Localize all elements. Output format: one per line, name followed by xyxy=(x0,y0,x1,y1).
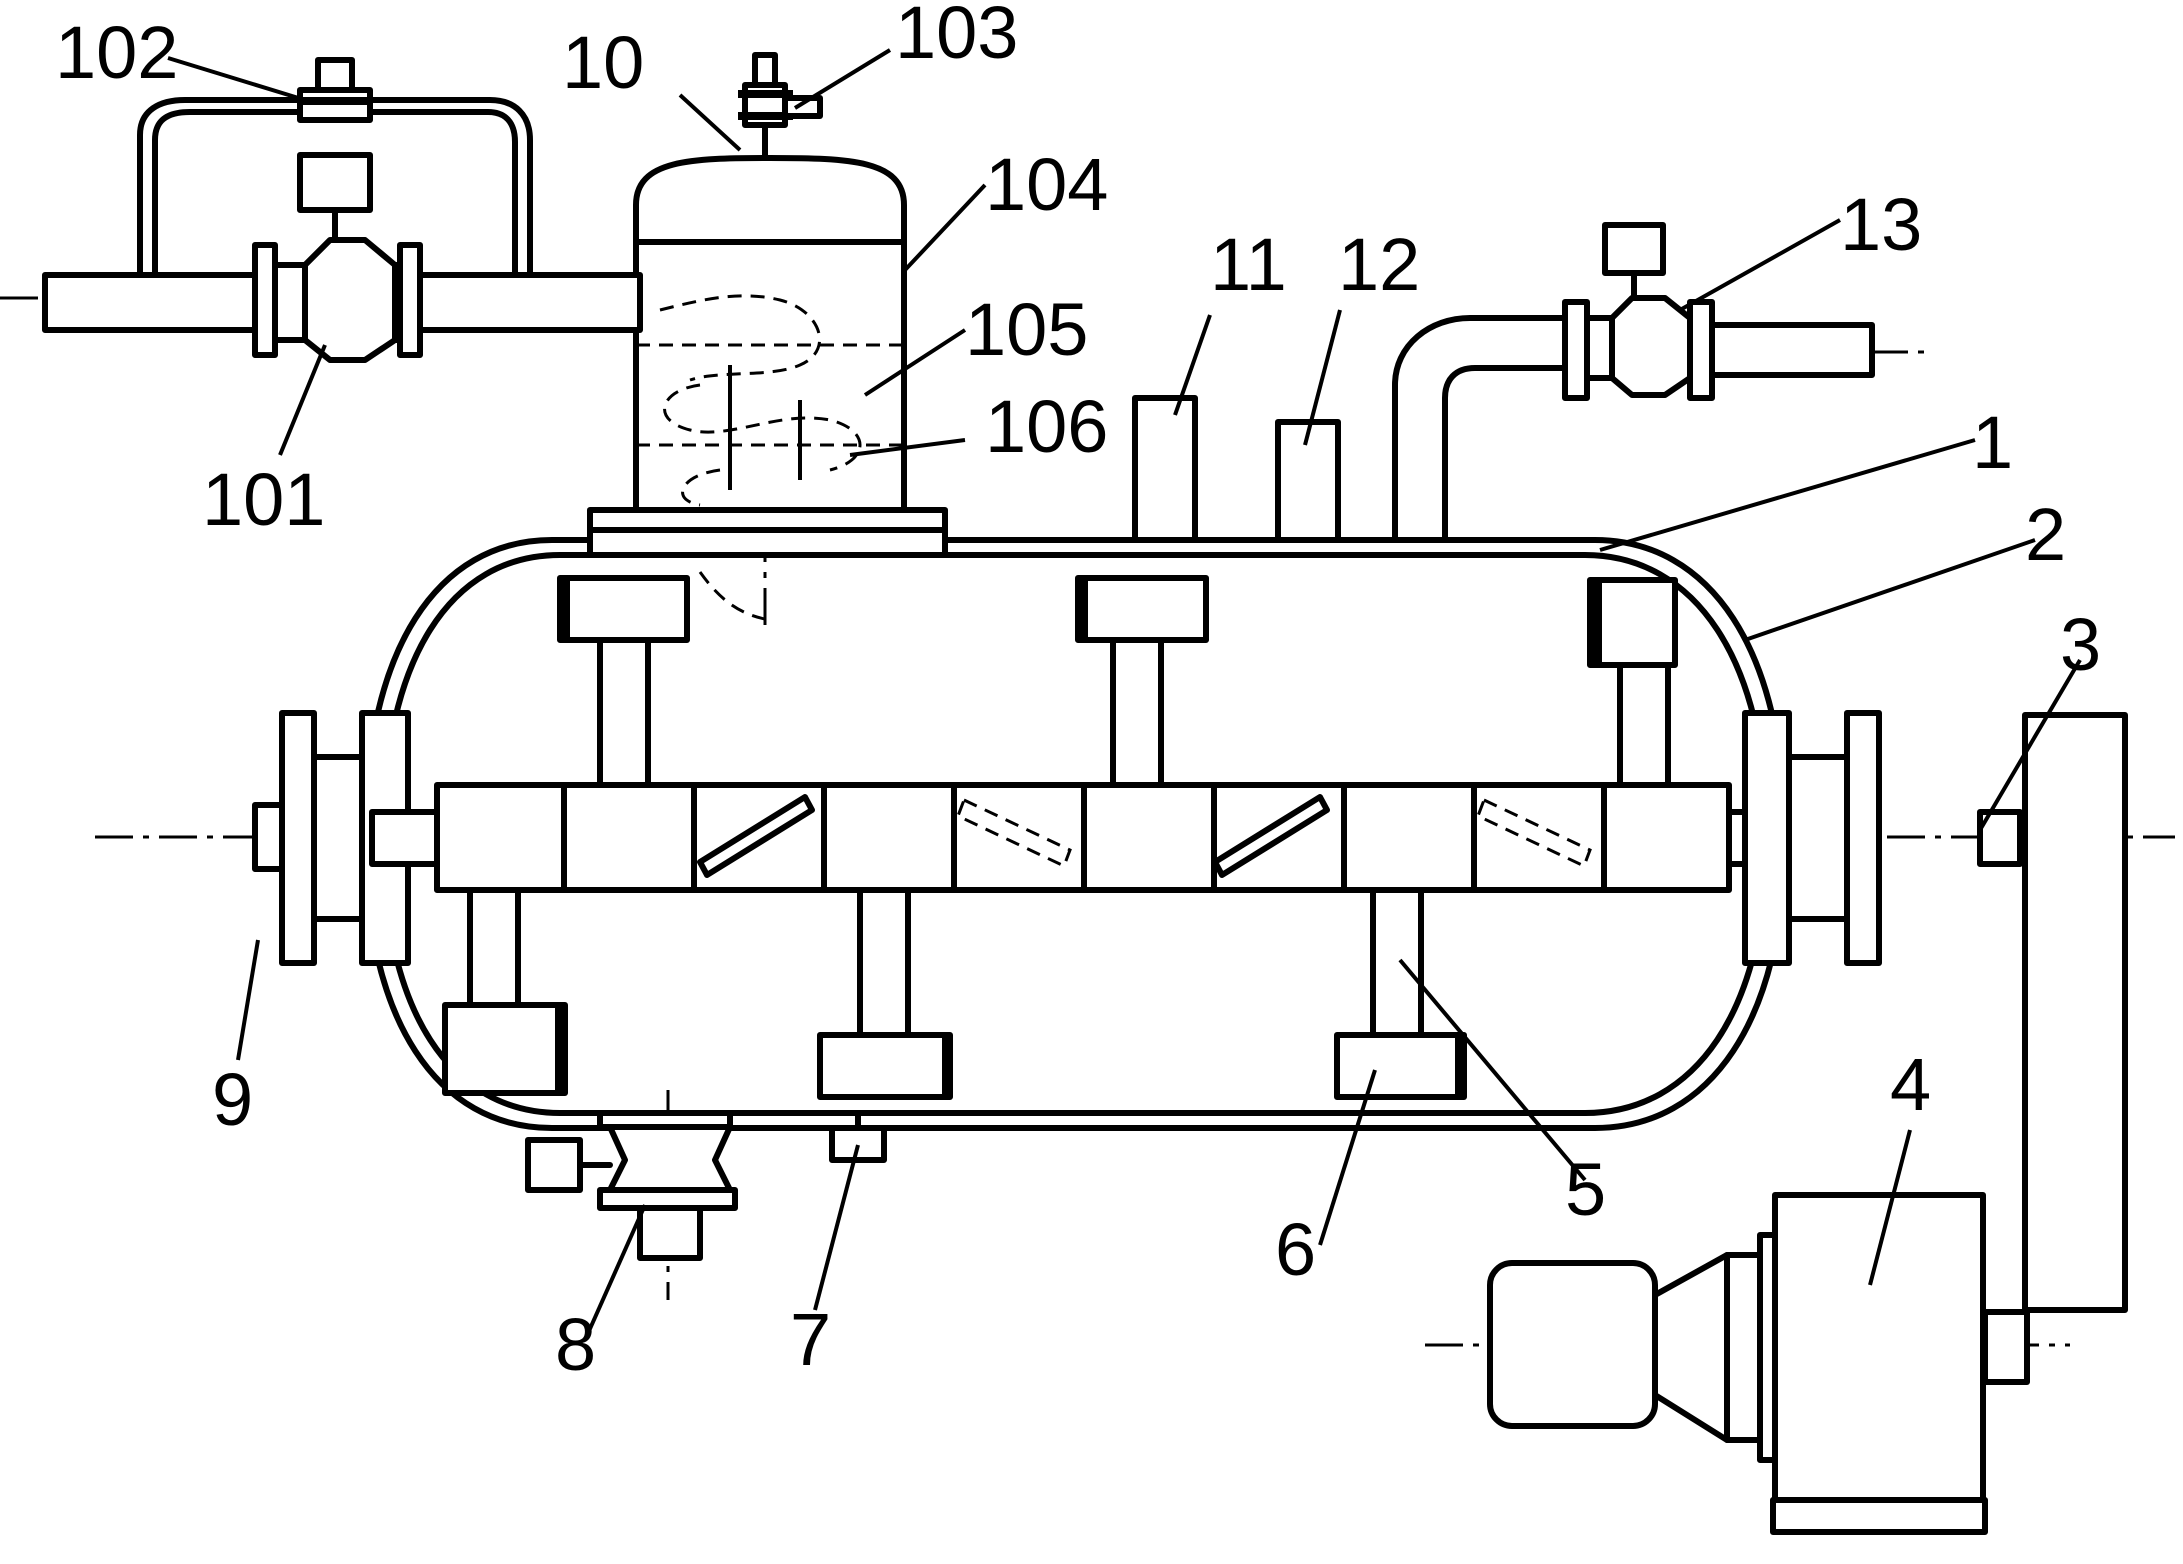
vessel-inner-shell xyxy=(380,552,1770,1116)
label-102: 102 xyxy=(55,11,178,94)
label-8: 8 xyxy=(555,1303,596,1386)
label-13: 13 xyxy=(1840,183,1922,266)
label-4: 4 xyxy=(1890,1043,1931,1126)
label-105: 105 xyxy=(965,288,1088,371)
nozzle-11 xyxy=(1132,395,1198,543)
dust-collector xyxy=(587,155,948,622)
label-9: 9 xyxy=(212,1058,253,1141)
label-104: 104 xyxy=(985,143,1108,226)
lower-stirring-arms xyxy=(467,887,1424,1038)
nozzle-12 xyxy=(1275,419,1341,543)
upper-stirring-arms xyxy=(597,637,1671,788)
label-106: 106 xyxy=(985,385,1108,468)
leader-lines xyxy=(167,48,2082,1341)
label-2: 2 xyxy=(2025,493,2066,576)
right-bearing-flange xyxy=(1742,710,1882,966)
top-vent-valve xyxy=(738,52,823,161)
motor-reducer xyxy=(1487,1192,2030,1535)
vacuum-pipe-assembly xyxy=(1392,222,1875,543)
lower-scraper-blades xyxy=(442,1002,1467,1100)
upper-scraper-blades xyxy=(557,575,1678,668)
temperature-sensor xyxy=(829,1110,887,1163)
label-101: 101 xyxy=(202,458,325,541)
label-7: 7 xyxy=(790,1298,831,1381)
label-6: 6 xyxy=(1275,1208,1316,1291)
jacket-outer-shell xyxy=(362,537,1788,1131)
shaft-hub-segments xyxy=(434,782,1732,893)
part-labels: 102 10 103 104 105 106 101 11 12 13 1 2 … xyxy=(55,0,2101,1386)
label-5: 5 xyxy=(1565,1148,1606,1231)
label-3: 3 xyxy=(2060,603,2101,686)
label-103: 103 xyxy=(895,0,1018,74)
drive-belt-pulley xyxy=(2022,712,2128,1313)
inlet-pipe-assembly xyxy=(42,57,643,363)
label-11: 11 xyxy=(1210,223,1287,306)
discharge-valve xyxy=(525,1110,738,1261)
label-1: 1 xyxy=(1972,401,2013,484)
label-12: 12 xyxy=(1338,223,1420,306)
label-10: 10 xyxy=(562,21,644,104)
